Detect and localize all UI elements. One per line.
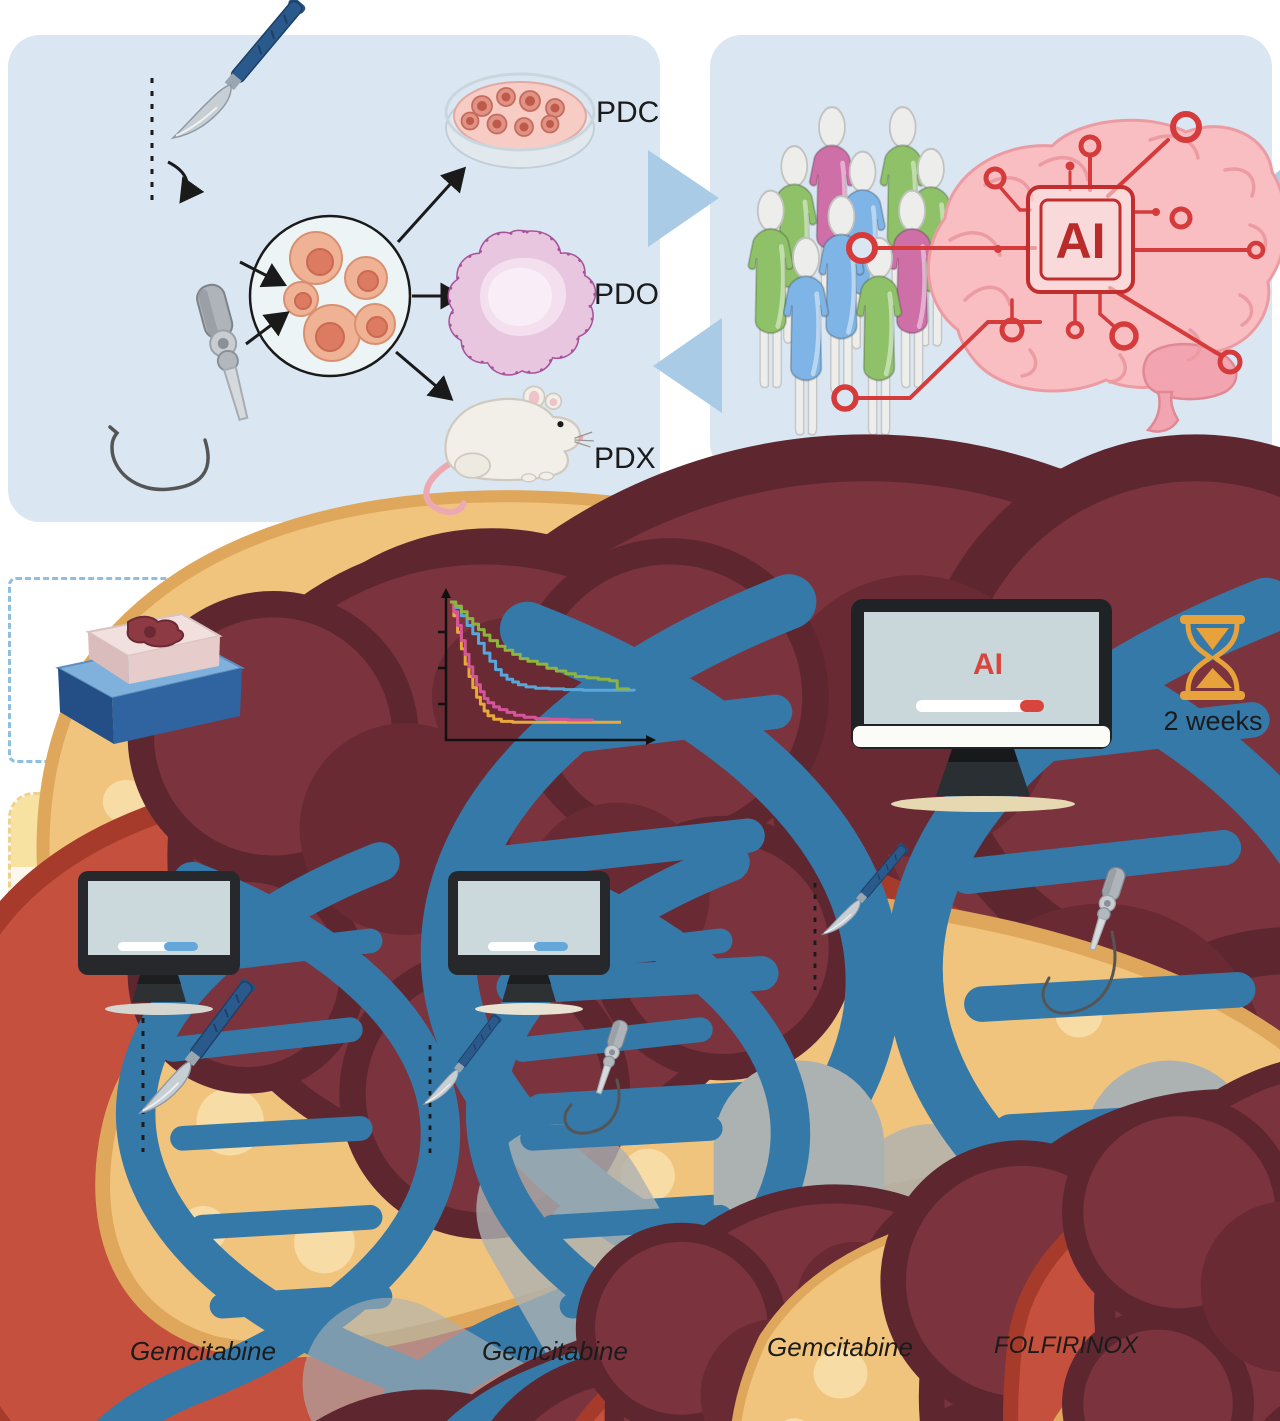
patient-crowd-icon — [733, 105, 971, 450]
pdx-label: PDX — [594, 442, 656, 475]
gemcore-drug-label: Gemcitabine — [482, 1336, 628, 1366]
patient-models-panel — [8, 35, 660, 522]
arrow-down-models-to-analysis — [282, 524, 384, 571]
gempred-drug-label: Gemcitabine — [130, 1336, 276, 1366]
survival-curves-chart — [438, 588, 656, 745]
gempred-title: GemPred — [82, 811, 242, 850]
arrow-gempred-to-gemcore — [312, 950, 362, 1060]
km-series-group-orange — [450, 600, 621, 724]
pdo-label: PDO — [594, 278, 660, 311]
pv-screen-ai-label: AI — [973, 648, 1003, 681]
gemcore-header: GemCore — [369, 795, 663, 867]
pancreas-view-header: Pancreas-View — [715, 513, 1269, 587]
pv-gemcitabine-drug-label: Gemcitabine — [767, 1332, 913, 1362]
pancreas-view-title: Pancreas-View — [858, 529, 1126, 570]
km-series-group-blue — [450, 600, 636, 692]
pdc-label: PDC — [596, 96, 660, 129]
km-series-group-green — [450, 600, 631, 691]
pv-gemcitabine-cohort-icon — [754, 1061, 920, 1227]
pv-folfirinox-drug-label: FOLFIRINOX — [993, 1332, 1138, 1359]
gemcore-title: GemCore — [435, 811, 597, 850]
gempred-header: GemPred — [11, 795, 313, 867]
gempred-cohort-icon — [106, 1178, 221, 1334]
pv-turnaround-label: 2 weeks — [1163, 706, 1263, 736]
gemcore-cohort-icon — [428, 1177, 602, 1350]
km-series-group-pink — [450, 600, 594, 722]
ai-chip-label: AI — [1055, 213, 1106, 269]
pv-folfirinox-cohort-icon — [982, 1061, 1148, 1227]
